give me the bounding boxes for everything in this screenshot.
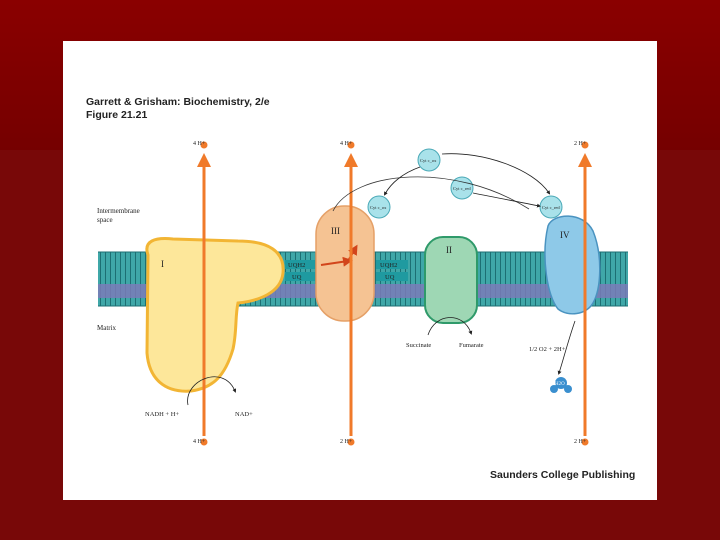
complex-III-label: III	[331, 226, 340, 236]
uqh2-left-label: UQH2	[288, 262, 305, 269]
cyt-c-left-label: Cyt c_ox	[370, 205, 387, 210]
intermembrane-label-line2: space	[97, 216, 113, 224]
quinone-pool-right	[376, 260, 408, 281]
publisher-credit: Saunders College Publishing	[490, 469, 636, 481]
complex-I	[145, 237, 285, 393]
uq-left-label: UQ	[292, 274, 302, 281]
complex-I-label: I	[161, 259, 164, 269]
oxygen-label: 1/2 O2 + 2H+	[529, 346, 566, 353]
nad-label: NAD+	[235, 411, 253, 418]
cytochrome-c-group	[367, 148, 563, 219]
cyt-c-right-label: Cyt c_red	[542, 205, 560, 210]
proton-arrow-III	[344, 153, 358, 436]
cyt-cycle-arrow-top	[441, 153, 551, 195]
proton-top-3: 2 H+	[574, 141, 587, 147]
complex-II-label: II	[446, 245, 452, 255]
nadh-label: NADH + H+	[145, 411, 179, 418]
proton-top-1: 4 H+	[193, 141, 206, 147]
proton-arrow-IV	[578, 153, 592, 436]
oxygen-arrow	[557, 320, 576, 375]
proton-bottom-1: 4 H+	[193, 439, 206, 445]
quinone-pool-left	[285, 260, 315, 281]
proton-top-2: 4 H+	[340, 141, 353, 147]
proton-bottom-3: 2 H+	[574, 439, 587, 445]
electron-transport-diagram: Intermembrane space Matrix I III II IV U…	[97, 141, 628, 446]
book-title: Garrett & Grisham: Biochemistry, 2/e	[86, 96, 270, 108]
cyt-cycle-arrow-right	[472, 192, 541, 208]
slide-panel: Garrett & Grisham: Biochemistry, 2/e Fig…	[63, 41, 657, 500]
intermembrane-label: Intermembrane	[97, 207, 140, 215]
proton-dots	[200, 141, 589, 446]
water-label: H2O	[555, 382, 565, 387]
complex-IV-label: IV	[560, 230, 570, 240]
figure-number: Figure 21.21	[86, 109, 148, 121]
uqh2-right-label: UQH2	[380, 262, 397, 269]
nadh-arrow	[187, 376, 237, 406]
cyt-c-top-label: Cyt c_ox	[420, 158, 437, 163]
electron-arrow-in	[320, 256, 353, 267]
water-molecule	[550, 377, 572, 393]
cyt-cycle-arrow-left	[384, 166, 421, 196]
proton-arrow-I	[197, 153, 211, 436]
complex-II	[424, 236, 478, 324]
proton-bottom-2: 2 H+	[340, 439, 353, 445]
cyt-arc-arrow	[332, 176, 530, 212]
uq-right-label: UQ	[385, 274, 395, 281]
succinate-label: Succinate	[406, 342, 431, 349]
fumarate-label: Fumarate	[459, 342, 484, 349]
succinate-arrow	[427, 317, 473, 336]
matrix-label: Matrix	[97, 324, 117, 332]
complex-IV	[544, 215, 601, 315]
cyt-c-mid-label: Cyt c_red	[453, 186, 471, 191]
